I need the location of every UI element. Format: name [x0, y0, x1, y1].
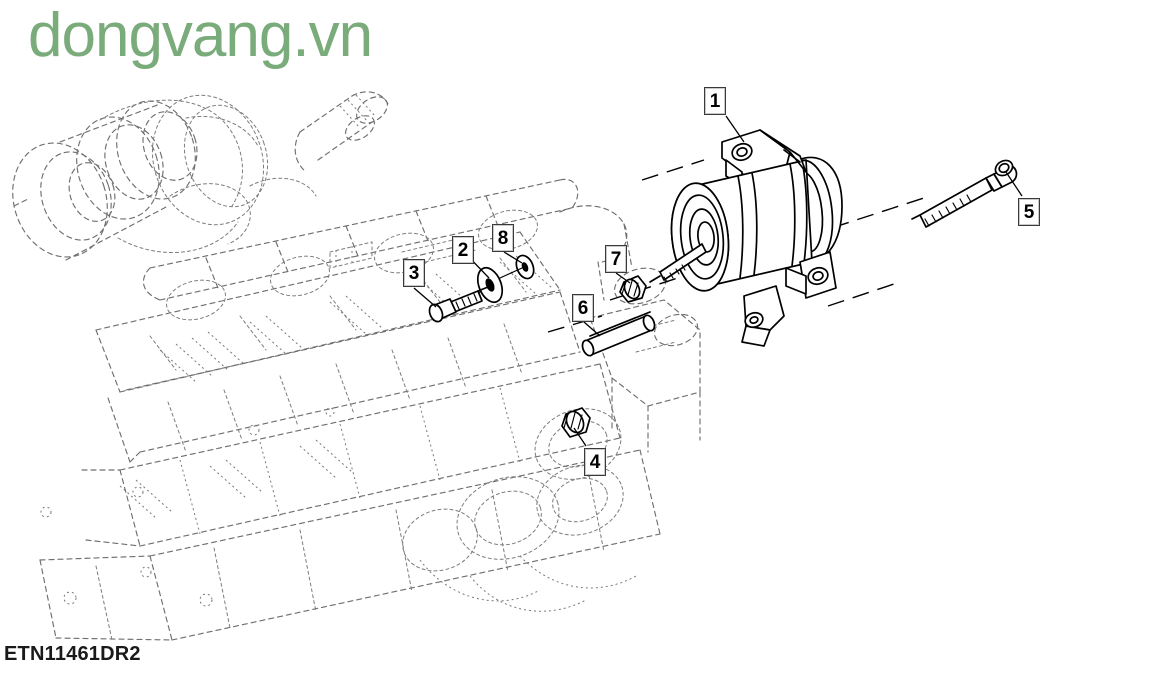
part-1-alternator: [649, 129, 843, 347]
site-watermark: dongvang.vn: [28, 1, 373, 70]
callout-8[interactable]: 8: [492, 224, 514, 252]
callout-3-label: 3: [405, 261, 423, 285]
part-8-washer-small: [515, 254, 535, 280]
callout-7[interactable]: 7: [605, 245, 627, 273]
drawing-number-label: ETN11461DR2: [4, 643, 141, 665]
callout-1[interactable]: 1: [704, 87, 726, 115]
callout-4-label: 4: [586, 450, 604, 474]
callout-5-label: 5: [1020, 200, 1038, 224]
callout-2-label: 2: [454, 238, 472, 262]
callout-5[interactable]: 5: [1018, 198, 1040, 226]
callout-2[interactable]: 2: [452, 236, 474, 264]
callout-4[interactable]: 4: [584, 448, 606, 476]
callout-3[interactable]: 3: [403, 259, 425, 287]
callout-1-label: 1: [706, 89, 724, 113]
part-7-nut: [619, 275, 647, 303]
part-4-nut: [561, 407, 591, 438]
callout-7-label: 7: [607, 247, 625, 271]
part-5-long-cap-screw: [911, 159, 1018, 228]
callout-6-label: 6: [574, 296, 592, 320]
part-6-spacer-tube: [581, 311, 656, 357]
callout-6[interactable]: 6: [572, 294, 594, 322]
part-3-cap-screw: [428, 286, 489, 323]
ghost-engine-background: [12, 91, 701, 641]
callout-8-label: 8: [494, 226, 512, 250]
